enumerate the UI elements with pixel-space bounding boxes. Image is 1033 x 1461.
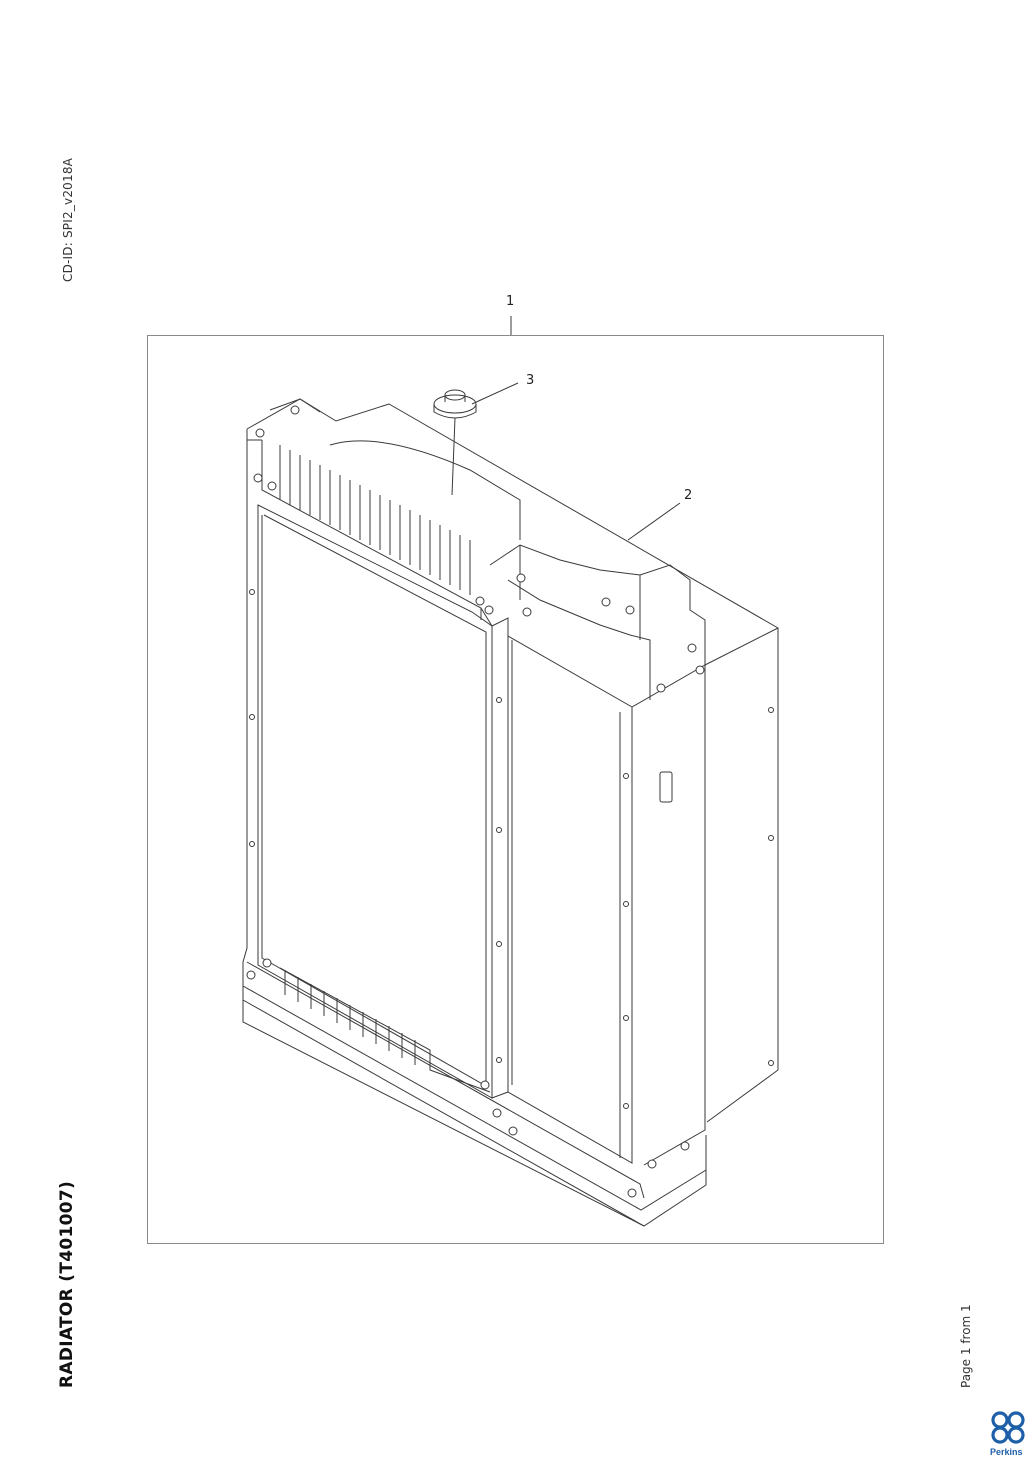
callout-2: 2 [684,488,693,503]
perkins-logo-icon [991,1411,1025,1444]
cap-axis-line [451,417,456,496]
callout-3-leader [471,382,519,405]
radiator-body-outline [242,398,779,1227]
filler-cap-part [433,389,477,419]
diagram-frame [147,335,884,1244]
callout-2-leader [627,502,681,541]
fastener-group [246,405,774,1198]
callout-3: 3 [526,373,535,388]
perkins-logo-text: Perkins [990,1447,1023,1457]
callout-1: 1 [506,294,515,309]
